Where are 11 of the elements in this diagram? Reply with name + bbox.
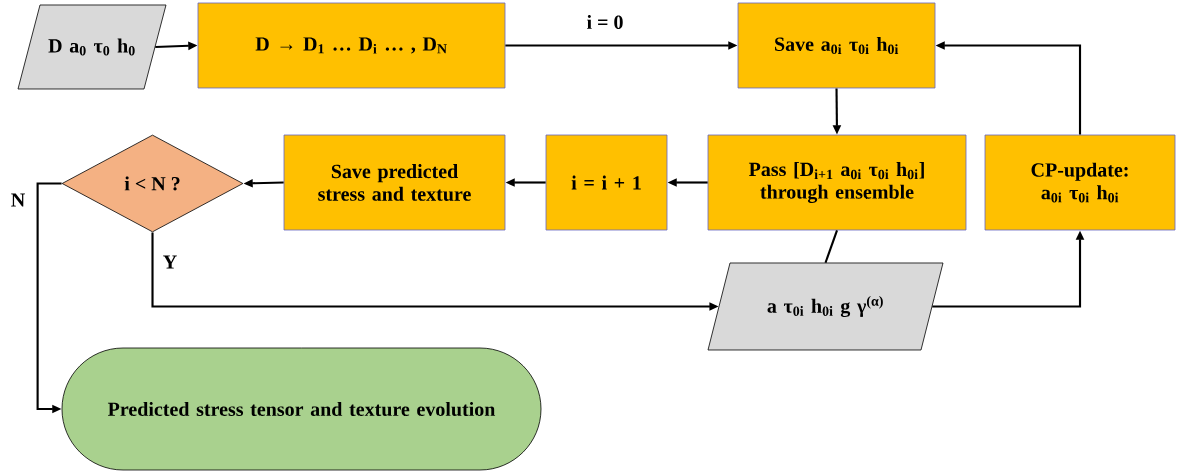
edge-label: Y — [161, 254, 179, 270]
edge-label: N — [9, 192, 27, 208]
edge-label: i = 0 — [585, 13, 625, 31]
data-parallelogram: a τ$_{0i}$ h$_{0i}$ g γ$^{(α)}$ — [707, 262, 944, 351]
process-box: Pass [D$_{i+1}$ a$_{0i}$ τ$_{0i}$ h$_{0i}$] through ensemble — [707, 134, 967, 231]
process-box: D → D$_{1}$ … D$_{i}$ … , D$_{N}$ — [197, 2, 506, 89]
input-parallelogram: D a$_{0}$ τ$_{0}$ h$_{0}$ — [17, 4, 167, 90]
process-box: CP-update: a$_{0i}$ τ$_{0i}$ h$_{0i}$ — [984, 134, 1176, 231]
process-box: Save a$_{0i}$ τ$_{0i}$ h$_{0i}$ — [737, 2, 936, 89]
process-box: Save predicted stress and texture — [283, 134, 506, 231]
process-box: i = i + 1 — [545, 134, 668, 231]
